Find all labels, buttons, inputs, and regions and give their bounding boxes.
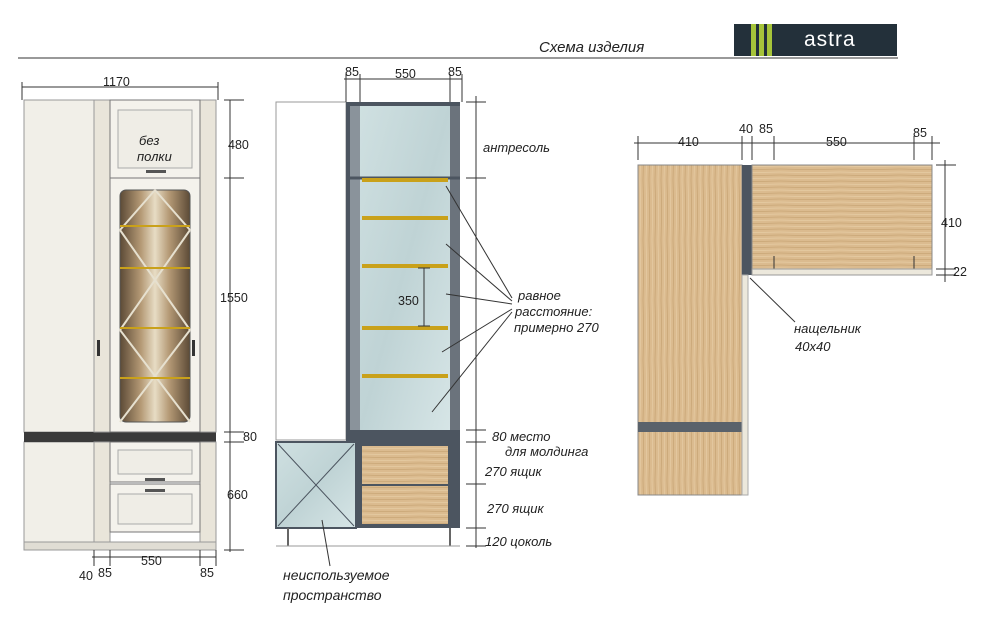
front-height-80: 80 xyxy=(243,430,257,444)
interior-shelf-3 xyxy=(362,264,448,268)
front-width-label: 1170 xyxy=(103,75,130,89)
plan-width-550: 550 xyxy=(826,135,847,149)
plan-batten xyxy=(741,274,749,496)
front-glass-lattice xyxy=(119,189,191,423)
spacing-label-1: равное xyxy=(518,288,561,303)
page-title: Схема изделия xyxy=(539,39,645,56)
interior-width-85-left: 85 xyxy=(345,65,359,79)
front-glass-pane xyxy=(119,189,191,423)
front-note-line2: полки xyxy=(137,149,172,164)
plan-side-cabinet xyxy=(637,164,743,496)
front-drawer-2-handle xyxy=(145,489,165,492)
front-pilaster-right xyxy=(199,99,217,433)
plan-width-85-left: 85 xyxy=(759,122,773,136)
interior-molding-space xyxy=(346,430,460,442)
interior-shelf-2 xyxy=(362,216,448,220)
spacing-label-2: расстояние: xyxy=(515,304,593,319)
front-height-1550: 1550 xyxy=(220,291,248,305)
interior-shelf-5 xyxy=(362,374,448,378)
front-view xyxy=(23,99,217,551)
plan-top-plinth xyxy=(751,268,933,276)
plan-dim-lines xyxy=(634,136,956,323)
front-left-door xyxy=(23,99,95,433)
molding-label-1: 80 место xyxy=(492,429,551,444)
plan-width-85-right: 85 xyxy=(913,126,927,140)
front-molding xyxy=(24,432,216,442)
drawer-label-2: 270 ящик xyxy=(487,501,544,516)
front-height-660: 660 xyxy=(227,488,248,502)
batten-label-1: нащельник xyxy=(794,321,861,336)
front-height-480: 480 xyxy=(228,138,249,152)
interior-shelf-1 xyxy=(362,178,448,182)
interior-width-85-right: 85 xyxy=(448,65,462,79)
interior-drawer-1 xyxy=(362,446,448,484)
plan-view xyxy=(637,164,933,496)
front-width-550: 550 xyxy=(141,554,162,568)
drawer-label-1: 270 ящик xyxy=(485,464,542,479)
plan-width-40: 40 xyxy=(739,122,753,136)
front-plinth xyxy=(23,541,217,551)
plan-width-410: 410 xyxy=(678,135,699,149)
molding-label-2: для молдинга xyxy=(505,444,589,459)
front-top-handle xyxy=(146,170,166,173)
front-top-inner xyxy=(117,109,193,169)
front-note-line1: без xyxy=(139,133,160,148)
interior-shelf-gap: 350 xyxy=(398,294,419,308)
front-width-85-left: 85 xyxy=(98,566,112,580)
brand-logo: astra xyxy=(734,24,897,56)
interior-view xyxy=(275,101,460,547)
interior-drawer-2 xyxy=(362,486,448,524)
plan-side-molding xyxy=(638,422,742,432)
interior-white-door xyxy=(275,101,347,441)
plan-depth-22: 22 xyxy=(953,265,967,279)
entresol-label: антресоль xyxy=(483,140,550,155)
interior-dim-lines xyxy=(321,74,513,567)
plan-depth-410: 410 xyxy=(941,216,962,230)
plan-corner-filler xyxy=(742,165,752,275)
front-width-85-right: 85 xyxy=(200,566,214,580)
plinth-label: 120 цоколь xyxy=(485,534,553,549)
interior-width-550: 550 xyxy=(395,67,416,81)
unused-label-2: пространство xyxy=(283,587,382,603)
interior-shelf-4 xyxy=(362,326,448,330)
front-door-handle xyxy=(192,340,195,356)
brand-logo-text: astra xyxy=(804,28,856,51)
front-pilaster-left-low xyxy=(93,441,111,543)
front-left-lower-door xyxy=(23,441,95,543)
front-dim-lines xyxy=(21,82,244,566)
unused-label-1: неиспользуемое xyxy=(283,567,390,583)
batten-label-2: 40х40 xyxy=(795,339,831,354)
front-pilaster-right-low xyxy=(199,441,217,543)
front-pilaster-left xyxy=(93,99,111,433)
front-drawer-1-handle xyxy=(145,478,165,481)
spacing-label-3: примерно 270 xyxy=(514,320,599,335)
plan-top-cabinet xyxy=(751,164,933,270)
front-left-handle xyxy=(97,340,100,356)
front-width-40: 40 xyxy=(79,569,93,583)
